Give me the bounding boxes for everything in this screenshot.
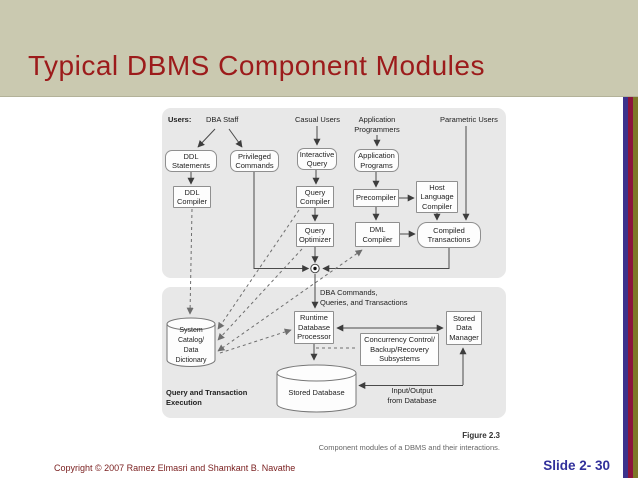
- box-host-language-compiler: Host Language Compiler: [416, 181, 458, 213]
- box-interactive-query: Interactive Query: [297, 148, 337, 170]
- edge-stripe-olive: [633, 97, 638, 478]
- figure-number: Figure 2.3: [462, 431, 500, 440]
- figure-caption: Component modules of a DBMS and their in…: [318, 443, 500, 452]
- input-output-label: Input/Output from Database: [387, 386, 437, 405]
- stored-database-label: Stored Database: [288, 388, 345, 397]
- box-concurrency-control: Concurrency Control/ Backup/Recovery Sub…: [360, 333, 439, 366]
- box-runtime-database-processor: Runtime Database Processor: [294, 311, 334, 344]
- junction-node: [310, 263, 320, 274]
- page-title: Typical DBMS Component Modules: [28, 50, 485, 81]
- box-precompiler: Precompiler: [353, 189, 399, 207]
- edge-stripe-blue: [623, 97, 628, 478]
- copyright-text: Copyright © 2007 Ramez Elmasri and Shamk…: [54, 463, 296, 473]
- user-casual-users: Casual Users: [295, 115, 341, 124]
- box-query-optimizer: Query Optimizer: [296, 223, 334, 247]
- box-ddl-compiler: DDL Compiler: [173, 186, 211, 208]
- user-parametric-users: Parametric Users: [440, 115, 498, 124]
- box-query-compiler: Query Compiler: [296, 186, 334, 208]
- box-stored-data-manager: Stored Data Manager: [446, 311, 482, 345]
- slide-number: Slide 2- 30: [543, 458, 610, 473]
- user-application-programmers: Application Programmers: [354, 115, 400, 134]
- box-compiled-transactions: Compiled Transactions: [417, 222, 481, 248]
- box-privileged-commands: Privileged Commands: [230, 150, 279, 172]
- edge-stripe-maroon: [628, 97, 633, 478]
- dba-commands-label: DBA Commands, Queries, and Transactions: [320, 288, 408, 307]
- users-label: Users:: [168, 115, 192, 124]
- slide-header-band: [0, 0, 638, 97]
- system-catalog-cylinder: [166, 317, 216, 367]
- user-dba-staff: DBA Staff: [206, 115, 239, 124]
- box-application-programs: Application Programs: [354, 149, 399, 172]
- box-ddl-statements: DDL Statements: [165, 150, 217, 172]
- figure-caption-block: Figure 2.3 Component modules of a DBMS a…: [205, 431, 500, 452]
- box-dml-compiler: DML Compiler: [355, 222, 400, 247]
- query-execution-label: Query and Transaction Execution: [166, 388, 248, 407]
- stored-database-cylinder: [276, 364, 357, 413]
- system-catalog-label: System Catalog/ Data Dictionary: [175, 327, 207, 365]
